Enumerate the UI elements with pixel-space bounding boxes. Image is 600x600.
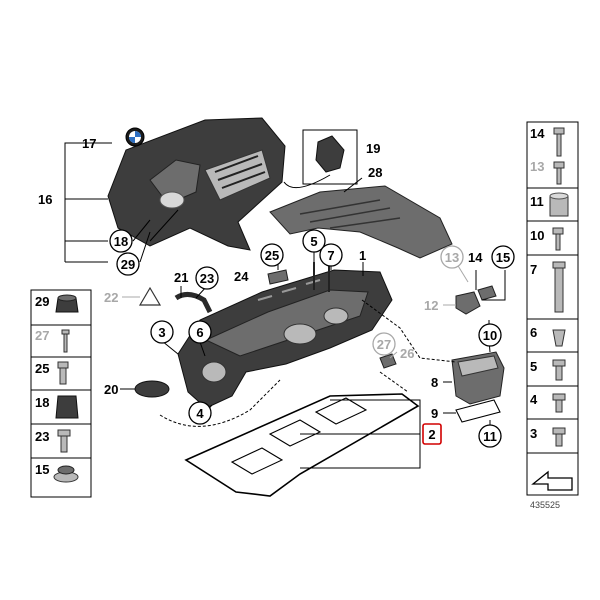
- callout-18[interactable]: 18: [114, 234, 128, 249]
- legend-right-13[interactable]: 13: [530, 159, 544, 174]
- callout-14[interactable]: 14: [468, 250, 483, 265]
- engine-cover[interactable]: [107, 117, 286, 251]
- callout-10[interactable]: 10: [483, 328, 497, 343]
- callout-8[interactable]: 8: [431, 375, 438, 390]
- cylinder-head-cover[interactable]: [177, 269, 393, 409]
- warning-triangle-icon: [138, 286, 162, 306]
- direction-arrow-icon: [531, 470, 573, 491]
- legend-right-3[interactable]: 3: [530, 426, 537, 441]
- legend-left-15[interactable]: 15: [35, 462, 49, 477]
- bracket-24[interactable]: [267, 269, 289, 285]
- callout-16[interactable]: 16: [38, 192, 52, 207]
- callout-6[interactable]: 6: [196, 325, 203, 340]
- callout-11[interactable]: 11: [483, 429, 497, 444]
- acoustic-cover[interactable]: [269, 185, 453, 259]
- grommet-part[interactable]: [315, 135, 345, 173]
- right-legend-panel: 14 13 11 10 7 6 5 4 3: [526, 121, 579, 496]
- legend-left-23[interactable]: 23: [35, 429, 49, 444]
- legend-right-7[interactable]: 7: [530, 262, 537, 277]
- callout-9[interactable]: 9: [431, 406, 438, 421]
- callout-20[interactable]: 20: [104, 382, 118, 397]
- callout-7[interactable]: 7: [327, 248, 334, 263]
- callout-19[interactable]: 19: [366, 141, 380, 156]
- callout-4[interactable]: 4: [196, 406, 204, 421]
- left-legend-panel: 29 27 25 18 23 15: [30, 289, 92, 498]
- legend-right-4[interactable]: 4: [530, 392, 538, 407]
- callout-22[interactable]: 22: [104, 290, 118, 305]
- callout-25[interactable]: 25: [265, 248, 279, 263]
- callout-17[interactable]: 17: [82, 136, 96, 151]
- callout-29[interactable]: 29: [121, 257, 135, 272]
- legend-left-29[interactable]: 29: [35, 294, 49, 309]
- callout-27[interactable]: 27: [377, 337, 391, 352]
- legend-left-27[interactable]: 27: [35, 328, 49, 343]
- highlight-box: [422, 423, 442, 445]
- callout-24[interactable]: 24: [234, 269, 249, 284]
- callout-15[interactable]: 15: [496, 250, 510, 265]
- legend-right-6[interactable]: 6: [530, 325, 537, 340]
- diagram-id: 435525: [530, 500, 560, 510]
- gasket-set[interactable]: [184, 393, 420, 497]
- callout-23[interactable]: 23: [200, 271, 214, 286]
- legend-left-18[interactable]: 18: [35, 395, 49, 410]
- seal-9[interactable]: [455, 399, 501, 423]
- callout-5[interactable]: 5: [310, 234, 317, 249]
- legend-right-5[interactable]: 5: [530, 359, 537, 374]
- callout-3[interactable]: 3: [158, 325, 165, 340]
- callout-21[interactable]: 21: [174, 270, 188, 285]
- sealing-cap[interactable]: [134, 380, 170, 398]
- callout-12[interactable]: 12: [424, 298, 438, 313]
- legend-right-10[interactable]: 10: [530, 228, 544, 243]
- legend-right-14[interactable]: 14: [530, 126, 545, 141]
- callout-13[interactable]: 13: [445, 250, 459, 265]
- legend-left-25[interactable]: 25: [35, 361, 49, 376]
- sensor-12[interactable]: [455, 291, 481, 315]
- callout-26[interactable]: 26: [400, 346, 414, 361]
- callout-28[interactable]: 28: [368, 165, 382, 180]
- legend-right-11[interactable]: 11: [530, 194, 544, 209]
- callout-2[interactable]: 2: [428, 427, 435, 442]
- bmw-emblem-icon: [125, 127, 145, 147]
- vent-hose[interactable]: [174, 292, 213, 314]
- callout-1[interactable]: 1: [359, 248, 366, 263]
